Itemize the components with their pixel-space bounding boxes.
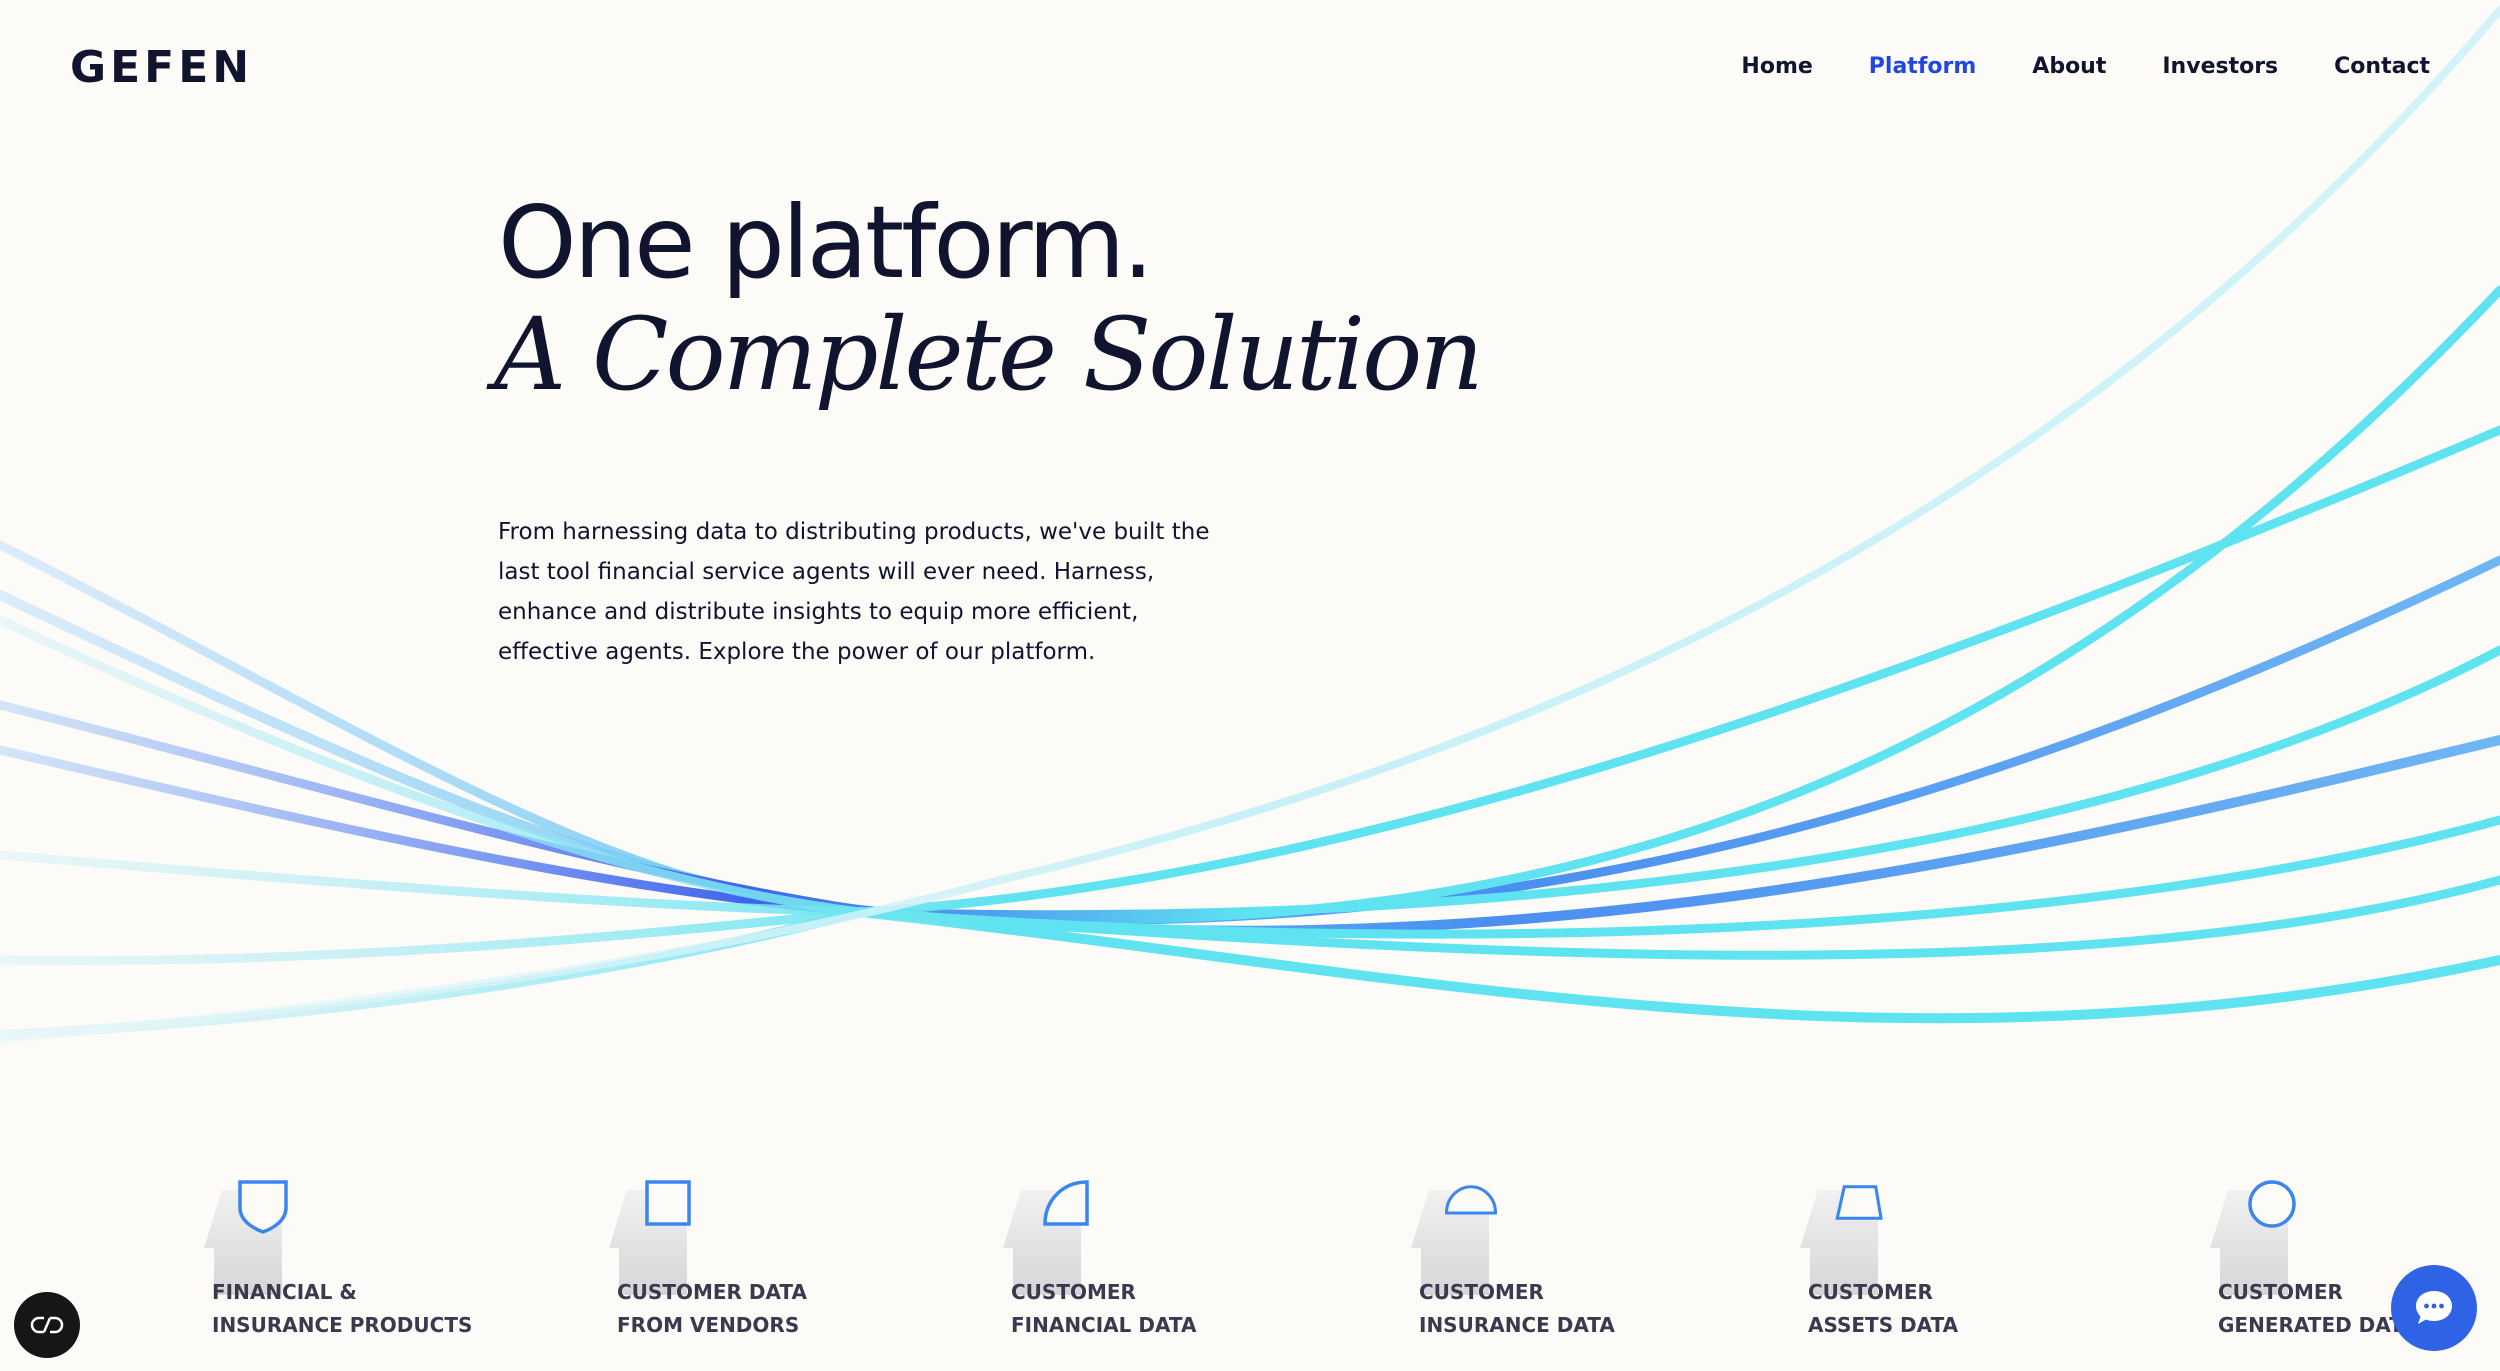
headline-line-1: One platform.	[498, 184, 1154, 301]
gefen-logo[interactable]: GEFEN	[70, 42, 254, 93]
circle-icon	[2248, 1180, 2296, 1228]
nav-about[interactable]: About	[2032, 54, 2107, 79]
main-nav: Home Platform About Investors Contact	[1741, 54, 2430, 79]
headline-line-2: A Complete Solution	[494, 296, 1484, 413]
chat-bubble-icon	[2416, 1291, 2452, 1324]
cookie-settings-button[interactable]	[14, 1292, 80, 1358]
feature-label: FINANCIAL & INSURANCE PRODUCTS	[212, 1280, 473, 1337]
nav-platform[interactable]: Platform	[1868, 54, 1977, 79]
hero-description: From harnessing data to distributing pro…	[498, 519, 1210, 665]
cookie-settings-icon	[30, 1316, 64, 1334]
half-circle-icon	[1444, 1185, 1498, 1215]
nav-contact[interactable]: Contact	[2334, 54, 2430, 79]
nav-home[interactable]: Home	[1741, 54, 1813, 79]
trapezoid-icon	[1835, 1185, 1883, 1220]
feature-row: FINANCIAL & INSURANCE PRODUCTS CUSTOMER …	[0, 1170, 2500, 1370]
nav-investors[interactable]: Investors	[2162, 54, 2279, 79]
pedestal-icon	[1411, 1190, 1489, 1295]
quarter-circle-icon	[1043, 1180, 1089, 1226]
chat-button[interactable]	[2391, 1265, 2477, 1351]
shield-icon	[238, 1180, 288, 1234]
feature-label: CUSTOMER INSURANCE DATA	[1419, 1280, 1615, 1337]
feature-label: CUSTOMER FINANCIAL DATA	[1011, 1280, 1197, 1337]
hero-headline: One platform. A Complete Solution	[494, 184, 1484, 412]
square-icon	[645, 1180, 691, 1226]
feature-label: CUSTOMER DATA FROM VENDORS	[617, 1280, 807, 1337]
feature-label: CUSTOMER ASSETS DATA	[1808, 1280, 1959, 1337]
